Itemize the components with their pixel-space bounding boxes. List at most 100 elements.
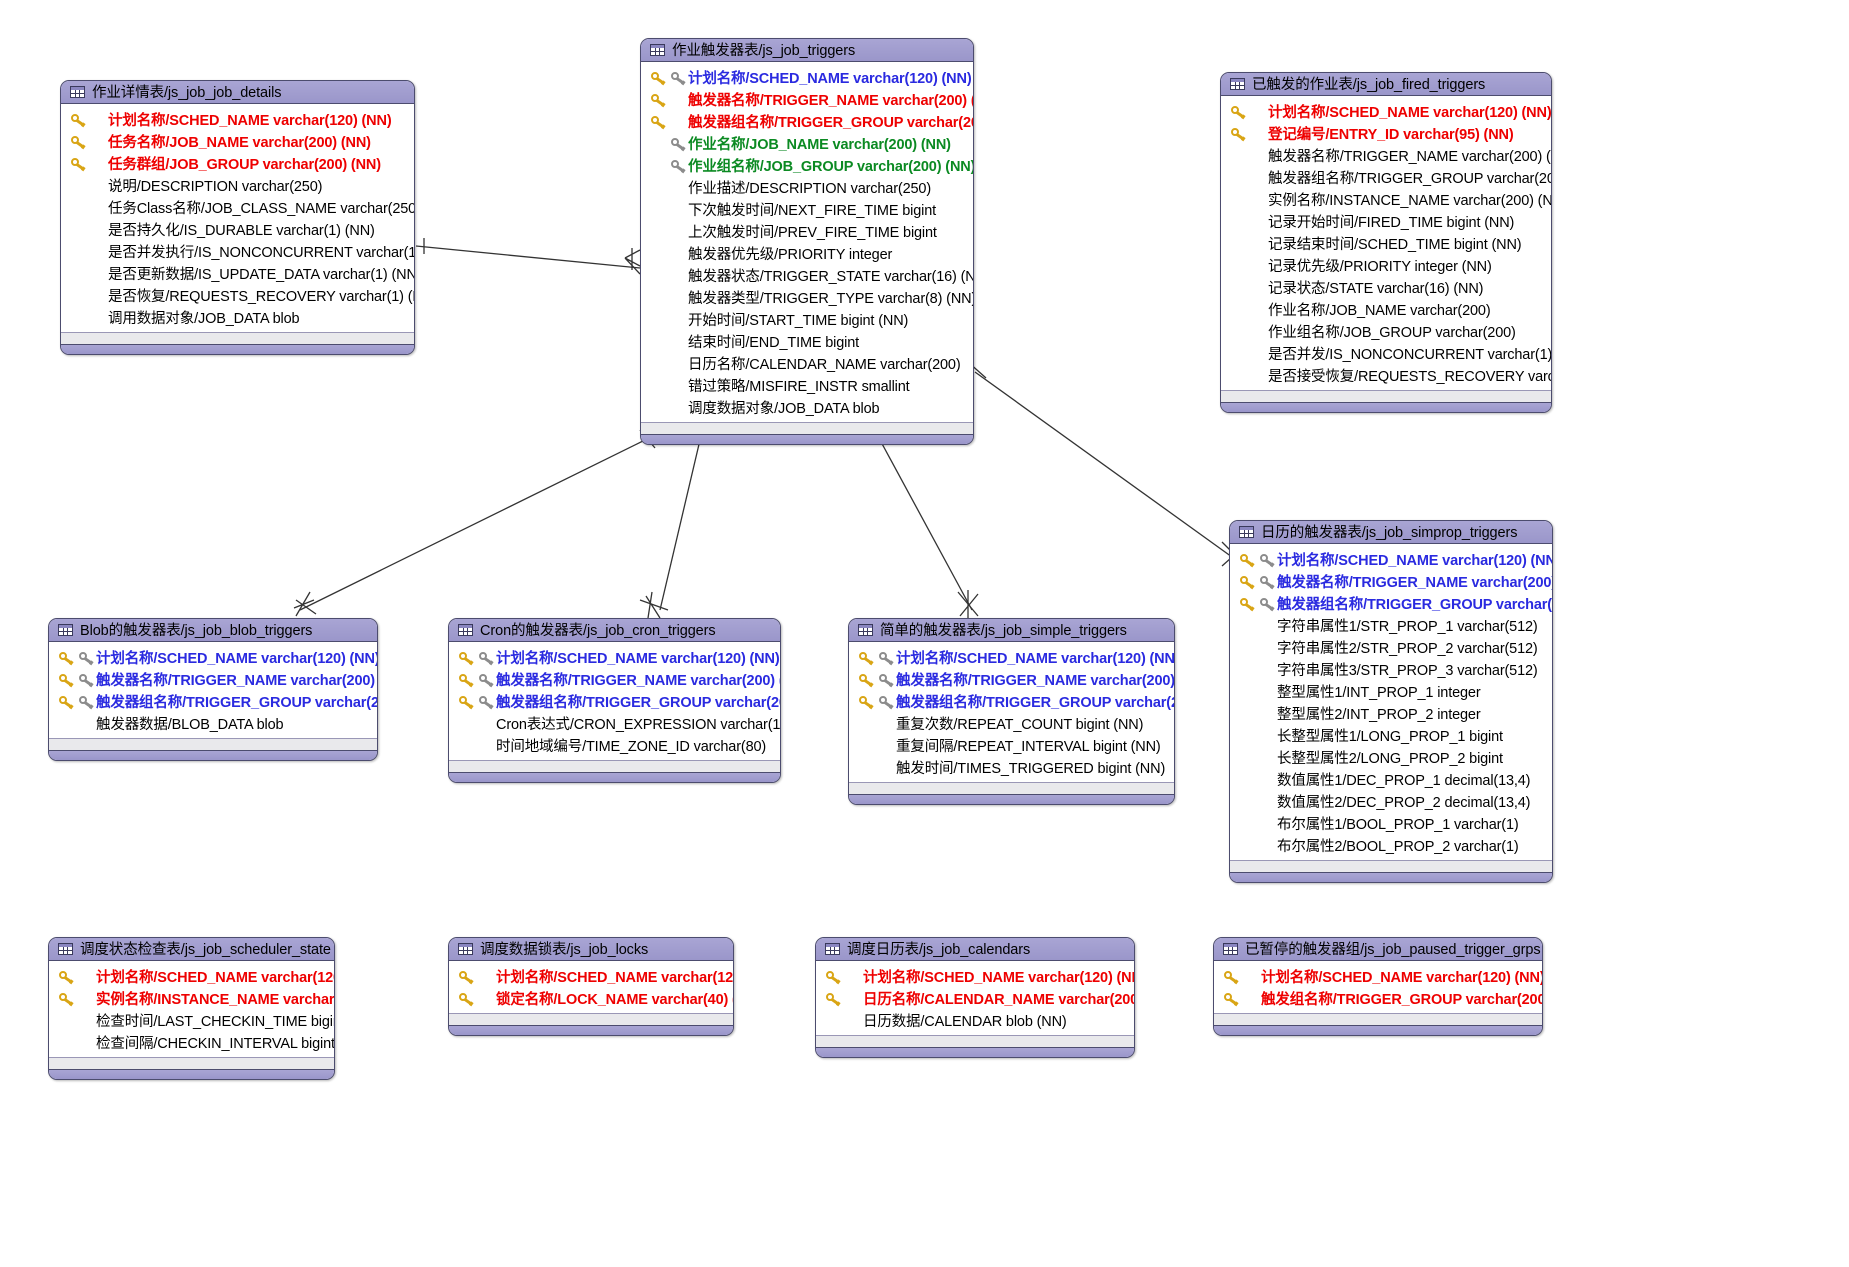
attribute-row[interactable]: 计划名称/SCHED_NAME varchar(120) (NN) — [1214, 965, 1542, 987]
attribute-row[interactable]: 触发器名称/TRIGGER_NAME varchar(200) (NN) — [1221, 144, 1551, 166]
attribute-row[interactable]: 记录优先级/PRIORITY integer (NN) — [1221, 254, 1551, 276]
entity-header[interactable]: 作业触发器表/js_job_triggers — [641, 39, 973, 62]
entity-simple_triggers[interactable]: 简单的触发器表/js_job_simple_triggers 计划名称/SCHED… — [848, 618, 1175, 805]
attribute-row[interactable]: 重复间隔/REPEAT_INTERVAL bigint (NN) — [849, 734, 1174, 756]
attribute-row[interactable]: 作业名称/JOB_NAME varchar(200) (NN) — [641, 132, 973, 154]
attribute-row[interactable]: 登记编号/ENTRY_ID varchar(95) (NN) — [1221, 122, 1551, 144]
attribute-row[interactable]: 是否并发/IS_NONCONCURRENT varchar(1) — [1221, 342, 1551, 364]
entity-cron_triggers[interactable]: Cron的触发器表/js_job_cron_triggers 计划名称/SCHED… — [448, 618, 781, 783]
attribute-row[interactable]: 计划名称/SCHED_NAME varchar(120) (NN) — [1221, 100, 1551, 122]
attribute-row[interactable]: 调用数据对象/JOB_DATA blob — [61, 306, 414, 328]
attribute-row[interactable]: 日历名称/CALENDAR_NAME varchar(200) — [641, 352, 973, 374]
attribute-row[interactable]: 作业组名称/JOB_GROUP varchar(200) — [1221, 320, 1551, 342]
entity-header[interactable]: 调度状态检查表/js_job_scheduler_state — [49, 938, 334, 961]
attribute-row[interactable]: 触发器组名称/TRIGGER_GROUP varchar(200) (NN) — [49, 690, 377, 712]
entity-calendars[interactable]: 调度日历表/js_job_calendars 计划名称/SCHED_NAME va… — [815, 937, 1135, 1058]
entity-header[interactable]: Blob的触发器表/js_job_blob_triggers — [49, 619, 377, 642]
entity-scheduler_state[interactable]: 调度状态检查表/js_job_scheduler_state 计划名称/SCHED… — [48, 937, 335, 1080]
attribute-row[interactable]: 下次触发时间/NEXT_FIRE_TIME bigint — [641, 198, 973, 220]
attribute-row[interactable]: 数值属性2/DEC_PROP_2 decimal(13,4) — [1230, 790, 1552, 812]
attribute-row[interactable]: 长整型属性1/LONG_PROP_1 bigint — [1230, 724, 1552, 746]
attribute-row[interactable]: 触发器组名称/TRIGGER_GROUP varchar(200) (NN) — [641, 110, 973, 132]
attribute-row[interactable]: 整型属性1/INT_PROP_1 integer — [1230, 680, 1552, 702]
attribute-row[interactable]: 计划名称/SCHED_NAME varchar(120) (NN) — [449, 965, 733, 987]
attribute-row[interactable]: 触发器组名称/TRIGGER_GROUP varchar(200) (NN) — [1230, 592, 1552, 614]
attribute-row[interactable]: 布尔属性1/BOOL_PROP_1 varchar(1) — [1230, 812, 1552, 834]
attribute-row[interactable]: 是否接受恢复/REQUESTS_RECOVERY varchar(1) — [1221, 364, 1551, 386]
attribute-row[interactable]: 检查时间/LAST_CHECKIN_TIME bigint (NN) — [49, 1009, 334, 1031]
entity-header[interactable]: 已触发的作业表/js_job_fired_triggers — [1221, 73, 1551, 96]
attribute-row[interactable]: 数值属性1/DEC_PROP_1 decimal(13,4) — [1230, 768, 1552, 790]
attribute-row[interactable]: 触发器名称/TRIGGER_NAME varchar(200) (NN) — [49, 668, 377, 690]
entity-header[interactable]: 日历的触发器表/js_job_simprop_triggers — [1230, 521, 1552, 544]
entity-blob_triggers[interactable]: Blob的触发器表/js_job_blob_triggers 计划名称/SCHED… — [48, 618, 378, 761]
attribute-row[interactable]: Cron表达式/CRON_EXPRESSION varchar(120) (NN… — [449, 712, 780, 734]
attribute-row[interactable]: 长整型属性2/LONG_PROP_2 bigint — [1230, 746, 1552, 768]
entity-job_details[interactable]: 作业详情表/js_job_job_details 计划名称/SCHED_NAME … — [60, 80, 415, 355]
attribute-row[interactable]: 计划名称/SCHED_NAME varchar(120) (NN) — [61, 108, 414, 130]
entity-triggers[interactable]: 作业触发器表/js_job_triggers 计划名称/SCHED_NAME va… — [640, 38, 974, 445]
entity-locks[interactable]: 调度数据锁表/js_job_locks 计划名称/SCHED_NAME varch… — [448, 937, 734, 1036]
attribute-row[interactable]: 任务名称/JOB_NAME varchar(200) (NN) — [61, 130, 414, 152]
attribute-row[interactable]: 计划名称/SCHED_NAME varchar(120) (NN) — [49, 646, 377, 668]
attribute-row[interactable]: 记录开始时间/FIRED_TIME bigint (NN) — [1221, 210, 1551, 232]
attribute-row[interactable]: 触发器名称/TRIGGER_NAME varchar(200) (NN) — [449, 668, 780, 690]
attribute-row[interactable]: 整型属性2/INT_PROP_2 integer — [1230, 702, 1552, 724]
attribute-row[interactable]: 计划名称/SCHED_NAME varchar(120) (NN) — [449, 646, 780, 668]
attribute-row[interactable]: 开始时间/START_TIME bigint (NN) — [641, 308, 973, 330]
attribute-row[interactable]: 日历数据/CALENDAR blob (NN) — [816, 1009, 1134, 1031]
entity-fired_triggers[interactable]: 已触发的作业表/js_job_fired_triggers 计划名称/SCHED_… — [1220, 72, 1552, 413]
attribute-row[interactable]: 触发器名称/TRIGGER_NAME varchar(200) (NN) — [849, 668, 1174, 690]
attribute-row[interactable]: 触发器名称/TRIGGER_NAME varchar(200) (NN) — [641, 88, 973, 110]
attribute-row[interactable]: 实例名称/INSTANCE_NAME varchar(200) (NN) — [1221, 188, 1551, 210]
attribute-row[interactable]: 布尔属性2/BOOL_PROP_2 varchar(1) — [1230, 834, 1552, 856]
attribute-row[interactable]: 检查间隔/CHECKIN_INTERVAL bigint (NN) — [49, 1031, 334, 1053]
entity-header[interactable]: Cron的触发器表/js_job_cron_triggers — [449, 619, 780, 642]
attribute-row[interactable]: 锁定名称/LOCK_NAME varchar(40) (NN) — [449, 987, 733, 1009]
attribute-row[interactable]: 作业描述/DESCRIPTION varchar(250) — [641, 176, 973, 198]
attribute-row[interactable]: 字符串属性3/STR_PROP_3 varchar(512) — [1230, 658, 1552, 680]
attribute-row[interactable]: 计划名称/SCHED_NAME varchar(120) (NN) — [816, 965, 1134, 987]
attribute-row[interactable]: 计划名称/SCHED_NAME varchar(120) (NN) — [849, 646, 1174, 668]
attribute-row[interactable]: 字符串属性2/STR_PROP_2 varchar(512) — [1230, 636, 1552, 658]
attribute-row[interactable]: 任务群组/JOB_GROUP varchar(200) (NN) — [61, 152, 414, 174]
attribute-row[interactable]: 任务Class名称/JOB_CLASS_NAME varchar(250) (N… — [61, 196, 414, 218]
attribute-row[interactable]: 是否并发执行/IS_NONCONCURRENT varchar(1) (NN) — [61, 240, 414, 262]
attribute-row[interactable]: 触发器状态/TRIGGER_STATE varchar(16) (NN) — [641, 264, 973, 286]
attribute-row[interactable]: 触发器组名称/TRIGGER_GROUP varchar(200) (NN) — [849, 690, 1174, 712]
attribute-row[interactable]: 触发器组名称/TRIGGER_GROUP varchar(200) (NN) — [1221, 166, 1551, 188]
attribute-row[interactable]: 触发器名称/TRIGGER_NAME varchar(200) (NN) — [1230, 570, 1552, 592]
entity-header[interactable]: 调度日历表/js_job_calendars — [816, 938, 1134, 961]
attribute-row[interactable]: 触发器组名称/TRIGGER_GROUP varchar(200) (NN) — [449, 690, 780, 712]
attribute-row[interactable]: 是否更新数据/IS_UPDATE_DATA varchar(1) (NN) — [61, 262, 414, 284]
attribute-row[interactable]: 时间地域编号/TIME_ZONE_ID varchar(80) — [449, 734, 780, 756]
attribute-row[interactable]: 触发时间/TIMES_TRIGGERED bigint (NN) — [849, 756, 1174, 778]
attribute-row[interactable]: 触发器优先级/PRIORITY integer — [641, 242, 973, 264]
attribute-row[interactable]: 是否恢复/REQUESTS_RECOVERY varchar(1) (NN) — [61, 284, 414, 306]
attribute-row[interactable]: 结束时间/END_TIME bigint — [641, 330, 973, 352]
entity-header[interactable]: 简单的触发器表/js_job_simple_triggers — [849, 619, 1174, 642]
entity-header[interactable]: 调度数据锁表/js_job_locks — [449, 938, 733, 961]
attribute-row[interactable]: 计划名称/SCHED_NAME varchar(120) (NN) — [49, 965, 334, 987]
attribute-row[interactable]: 实例名称/INSTANCE_NAME varchar(200) (NN) — [49, 987, 334, 1009]
attribute-row[interactable]: 重复次数/REPEAT_COUNT bigint (NN) — [849, 712, 1174, 734]
entity-header[interactable]: 已暂停的触发器组/js_job_paused_trigger_grps — [1214, 938, 1542, 961]
entity-header[interactable]: 作业详情表/js_job_job_details — [61, 81, 414, 104]
entity-simprop_triggers[interactable]: 日历的触发器表/js_job_simprop_triggers 计划名称/SCHE… — [1229, 520, 1553, 883]
attribute-row[interactable]: 计划名称/SCHED_NAME varchar(120) (NN) — [641, 66, 973, 88]
attribute-row[interactable]: 调度数据对象/JOB_DATA blob — [641, 396, 973, 418]
attribute-row[interactable]: 错过策略/MISFIRE_INSTR smallint — [641, 374, 973, 396]
attribute-row[interactable]: 触发组名称/TRIGGER_GROUP varchar(200) (NN) — [1214, 987, 1542, 1009]
attribute-row[interactable]: 记录结束时间/SCHED_TIME bigint (NN) — [1221, 232, 1551, 254]
attribute-row[interactable]: 是否持久化/IS_DURABLE varchar(1) (NN) — [61, 218, 414, 240]
attribute-row[interactable]: 日历名称/CALENDAR_NAME varchar(200) (NN) — [816, 987, 1134, 1009]
attribute-row[interactable]: 计划名称/SCHED_NAME varchar(120) (NN) — [1230, 548, 1552, 570]
attribute-row[interactable]: 触发器类型/TRIGGER_TYPE varchar(8) (NN) — [641, 286, 973, 308]
entity-paused_trigger_grps[interactable]: 已暂停的触发器组/js_job_paused_trigger_grps 计划名称/… — [1213, 937, 1543, 1036]
attribute-row[interactable]: 作业名称/JOB_NAME varchar(200) — [1221, 298, 1551, 320]
attribute-row[interactable]: 作业组名称/JOB_GROUP varchar(200) (NN) — [641, 154, 973, 176]
attribute-row[interactable]: 上次触发时间/PREV_FIRE_TIME bigint — [641, 220, 973, 242]
attribute-row[interactable]: 记录状态/STATE varchar(16) (NN) — [1221, 276, 1551, 298]
attribute-row[interactable]: 字符串属性1/STR_PROP_1 varchar(512) — [1230, 614, 1552, 636]
attribute-row[interactable]: 说明/DESCRIPTION varchar(250) — [61, 174, 414, 196]
